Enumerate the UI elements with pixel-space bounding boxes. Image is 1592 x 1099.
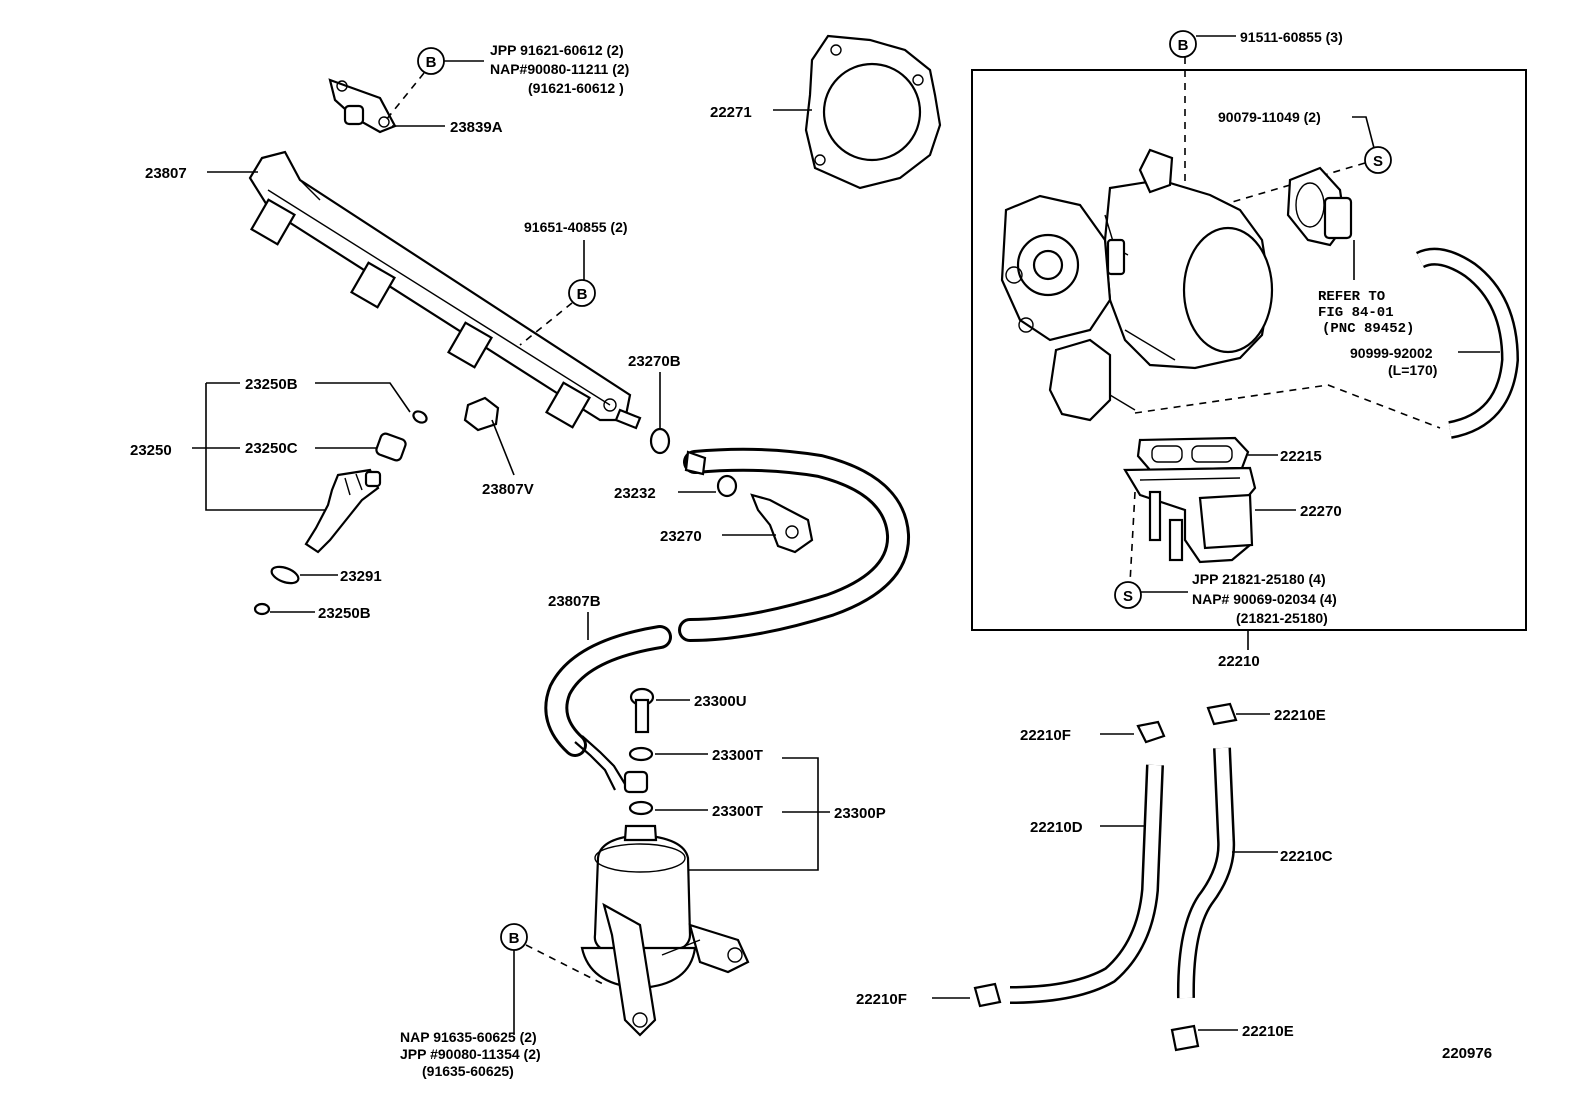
refer-note-1: REFER TO (1318, 289, 1385, 305)
label-22210E-top: 22210E (1274, 707, 1326, 724)
gasket-23300T-bottom-drawing (628, 800, 654, 816)
injector-bolt-note-3: (91621-60612 ) (528, 80, 624, 96)
marker-letter: B (426, 54, 437, 71)
label-22215: 22215 (1280, 448, 1322, 465)
pressure-regulator-fitting (623, 770, 649, 794)
iac-gasket-drawing (1136, 436, 1250, 472)
label-22270: 22270 (1300, 503, 1342, 520)
hose-clamp-22210E-top-drawing (1206, 702, 1238, 726)
marker-letter: S (1123, 588, 1133, 605)
iac-screw-note-1: JPP 21821-25180 (4) (1192, 571, 1326, 587)
bolt-marker-throttle: B (1169, 30, 1197, 58)
bolt-marker-injector: B (417, 47, 445, 75)
o-ring-drawing (412, 410, 428, 424)
gasket-23270B-drawing (649, 427, 671, 455)
throttle-body-assembly-frame (971, 69, 1527, 631)
label-23300T-bottom: 23300T (712, 803, 763, 820)
throttle-body-drawing (1000, 148, 1274, 422)
label-23232: 23232 (614, 485, 656, 502)
vacuum-hose-drawing (1415, 247, 1520, 439)
marker-letter: B (577, 286, 588, 303)
water-hose-22210D-drawing (1009, 764, 1164, 1004)
hose-clamp-22210F-bottom-drawing (973, 982, 1002, 1008)
grommet-drawing (375, 432, 407, 462)
label-23250C: 23250C (245, 440, 298, 457)
sensor-screw-note: 90079-11049 (2) (1218, 109, 1321, 125)
fuel-pressure-regulator-drawing (580, 824, 750, 1037)
label-23270B: 23270B (628, 353, 681, 370)
label-23291: 23291 (340, 568, 382, 585)
marker-letter: S (1373, 153, 1383, 170)
injector-bracket-drawing (328, 78, 397, 134)
throttle-gasket-drawing (804, 34, 942, 190)
fuel-rail-drawing (248, 150, 642, 430)
regulator-bolt-note-3: (91635-60625) (422, 1063, 514, 1079)
injector-bolt-note-2: NAP#90080-11211 (2) (490, 61, 629, 77)
label-23300P: 23300P (834, 805, 886, 822)
union-bolt-23300U-drawing (629, 687, 655, 734)
throttle-position-sensor-drawing (1286, 166, 1353, 247)
refer-note-2: FIG 84-01 (1318, 305, 1394, 321)
label-23807B: 23807B (548, 593, 601, 610)
screw-marker-sensor: S (1364, 146, 1392, 174)
iac-screw-note-3: (21821-25180) (1236, 610, 1328, 626)
injector-bolt-note-1: JPP 91621-60612 (2) (490, 42, 624, 58)
label-23270: 23270 (660, 528, 702, 545)
o-ring-lower-drawing (253, 602, 271, 616)
injector-insulator-drawing (270, 565, 300, 585)
fuel-hose-drawing (544, 447, 910, 791)
regulator-bolt-note-2: JPP #90080-11354 (2) (400, 1046, 541, 1062)
label-22210F-top: 22210F (1020, 727, 1071, 744)
marker-letter: B (1178, 37, 1189, 54)
label-23839A: 23839A (450, 119, 503, 136)
vac-hose-note-2: (L=170) (1388, 362, 1437, 378)
label-23250B-bottom: 23250B (318, 605, 371, 622)
label-23300U: 23300U (694, 693, 747, 710)
label-23807V: 23807V (482, 481, 534, 498)
label-22271: 22271 (710, 104, 752, 121)
label-22210F-bottom: 22210F (856, 991, 907, 1008)
label-22210E-bottom: 22210E (1242, 1023, 1294, 1040)
label-22210D: 22210D (1030, 819, 1083, 836)
hose-clamp-22210F-top-drawing (1136, 720, 1166, 744)
label-23807: 23807 (145, 165, 187, 182)
fuel-injector-drawing (304, 468, 382, 554)
idle-air-control-valve-drawing (1123, 466, 1257, 564)
bolt-marker-regulator: B (500, 923, 528, 951)
screw-marker-iac: S (1114, 581, 1142, 609)
vac-hose-note-1: 90999-92002 (1350, 345, 1433, 361)
label-23300T-top: 23300T (712, 747, 763, 764)
gasket-23300T-top-drawing (628, 746, 654, 762)
iac-screw-note-2: NAP# 90069-02034 (4) (1192, 591, 1337, 607)
rail-bolt-note: 91651-40855 (2) (524, 219, 628, 235)
hose-clamp-22210E-bottom-drawing (1170, 1024, 1200, 1052)
label-22210C: 22210C (1280, 848, 1333, 865)
marker-letter: B (509, 930, 520, 947)
refer-note-3: (PNC 89452) (1322, 321, 1414, 337)
label-22210: 22210 (1218, 653, 1260, 670)
rail-insulator-drawing (463, 396, 500, 432)
figure-number: 220976 (1442, 1045, 1492, 1062)
water-hose-22210C-drawing (1176, 747, 1236, 999)
union-bolt-drawing (750, 493, 814, 554)
gasket-23232-drawing (716, 474, 738, 498)
throttle-bolt-note: 91511-60855 (3) (1240, 29, 1343, 45)
label-23250B-top: 23250B (245, 376, 298, 393)
label-23250: 23250 (130, 442, 172, 459)
regulator-bolt-note-1: NAP 91635-60625 (2) (400, 1029, 537, 1045)
bolt-marker-rail: B (568, 279, 596, 307)
